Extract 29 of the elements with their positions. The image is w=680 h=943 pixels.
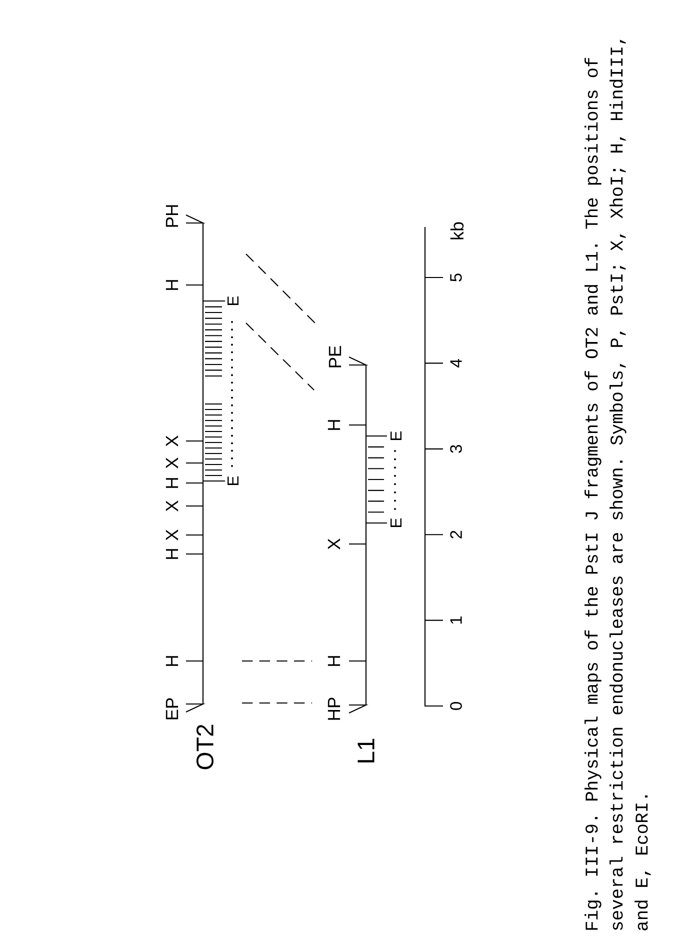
scale-number: 0 bbox=[450, 702, 462, 710]
site-label: HP bbox=[328, 698, 340, 720]
scale-unit: kb bbox=[450, 222, 464, 240]
site-label: X bbox=[166, 500, 178, 512]
site-label: X bbox=[166, 436, 178, 446]
site-label: H bbox=[166, 280, 178, 290]
scale-number: 3 bbox=[450, 445, 462, 453]
site-label: E bbox=[390, 518, 402, 528]
site-label: X bbox=[328, 538, 340, 550]
site-label: H bbox=[328, 420, 340, 430]
site-label: E bbox=[390, 431, 402, 440]
site-label: X bbox=[166, 530, 178, 540]
site-label: EP bbox=[166, 698, 178, 720]
site-label: E bbox=[228, 296, 238, 306]
scale-number: 2 bbox=[450, 530, 462, 538]
caption: Fig. III-9. Physical maps of the PstI J fragments of OT2 and L1. The positions of several restriction endonucleases are shown. Symbols, P, PstI; X, XhoI; H, HindIII, and E, EcoRI. bbox=[584, 40, 651, 930]
scale-number: 4 bbox=[450, 359, 462, 368]
scale-number: 1 bbox=[450, 616, 462, 624]
map-name: OT2 bbox=[196, 724, 214, 770]
site-label: E bbox=[228, 476, 238, 486]
site-label: H bbox=[166, 656, 178, 666]
site-label: H bbox=[166, 549, 178, 559]
site-label: PH bbox=[166, 205, 178, 227]
site-label: X bbox=[166, 458, 178, 468]
map-name: L1 bbox=[358, 738, 374, 762]
site-label: H bbox=[166, 478, 178, 488]
site-label: PE bbox=[328, 346, 342, 368]
site-label: H bbox=[328, 656, 340, 666]
scale-number: 5 bbox=[450, 274, 462, 282]
